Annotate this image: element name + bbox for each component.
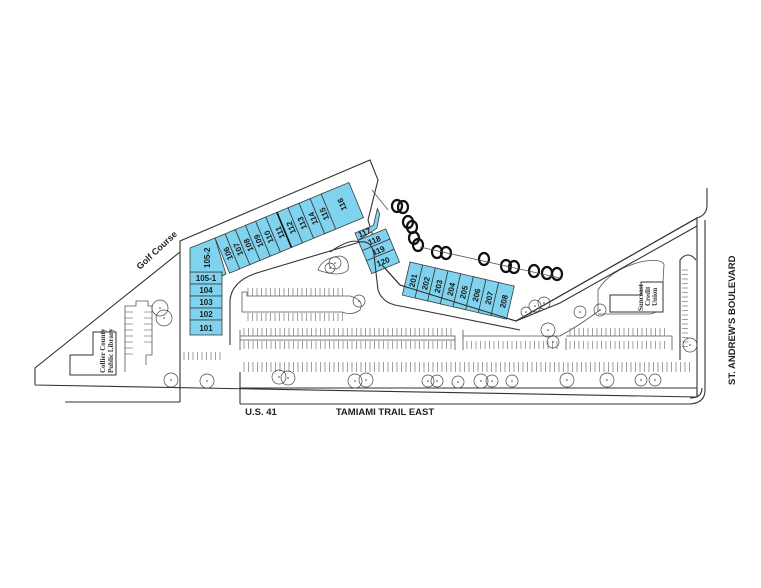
svg-text:203: 203 bbox=[433, 278, 445, 294]
tamiami-trail-label: TAMIAMI TRAIL EAST bbox=[336, 407, 435, 418]
property-boundary bbox=[34, 159, 698, 398]
unit-208[interactable] bbox=[490, 281, 515, 320]
units-east-column: 117 118 119 120 bbox=[354, 189, 401, 275]
us41-label: U.S. 41 bbox=[245, 407, 277, 418]
svg-text:208: 208 bbox=[498, 293, 510, 309]
svg-text:201: 201 bbox=[408, 273, 420, 289]
svg-text:207: 207 bbox=[484, 290, 496, 306]
golf-course-label: Golf Course bbox=[135, 229, 179, 271]
svg-text:104: 104 bbox=[199, 286, 213, 295]
svg-text:Collier County: Collier County bbox=[99, 328, 107, 373]
svg-text:105-1: 105-1 bbox=[196, 274, 217, 283]
unit-101[interactable] bbox=[189, 319, 223, 336]
svg-text:102: 102 bbox=[199, 310, 213, 319]
svg-text:205: 205 bbox=[458, 284, 470, 300]
svg-text:105-2: 105-2 bbox=[203, 247, 212, 268]
credit-union-building: Suncoast Credit Union bbox=[609, 281, 664, 313]
parking-stalls bbox=[183, 269, 690, 372]
svg-text:202: 202 bbox=[420, 275, 432, 291]
units-north-row: 105-2 106 107 108 109 110 111 112 113 11… bbox=[189, 181, 365, 277]
svg-text:Public Library: Public Library bbox=[107, 328, 115, 373]
drive-aisles bbox=[229, 217, 698, 360]
svg-text:Credit: Credit bbox=[644, 286, 652, 306]
svg-text:206: 206 bbox=[471, 287, 483, 303]
svg-text:Union: Union bbox=[651, 288, 659, 306]
unit-116[interactable] bbox=[320, 181, 365, 230]
library-building: Collier County Public Library bbox=[69, 328, 117, 376]
unit-120[interactable] bbox=[365, 248, 401, 275]
library-parking bbox=[124, 300, 153, 372]
st-andrews-boulevard-label: ST. ANDREW'S BOULEVARD bbox=[727, 255, 738, 385]
us41-road-edge bbox=[65, 372, 697, 404]
svg-text:204: 204 bbox=[446, 281, 458, 297]
svg-text:Suncoast: Suncoast bbox=[637, 283, 645, 311]
svg-text:103: 103 bbox=[199, 298, 213, 307]
st-andrews-road-edge bbox=[240, 188, 708, 405]
units-west-column: 105-1 104 103 102 101 bbox=[189, 271, 223, 336]
svg-text:101: 101 bbox=[199, 324, 213, 333]
trees bbox=[151, 256, 698, 389]
hedge-trees bbox=[390, 198, 564, 282]
